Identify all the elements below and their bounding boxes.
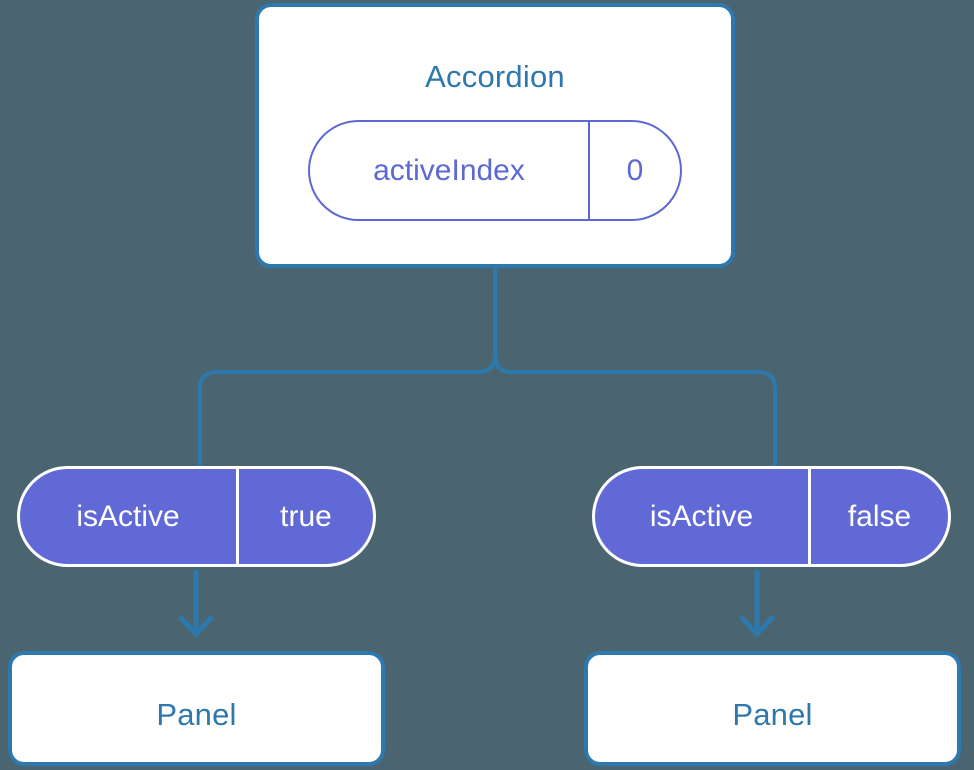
panel-component-card-right[interactable]: Panel: [584, 651, 961, 766]
prop-chip-right[interactable]: isActive false: [592, 466, 951, 567]
panel-component-card-left[interactable]: Panel: [8, 651, 385, 766]
accordion-title: Accordion: [425, 59, 565, 94]
panel-left-title: Panel: [156, 697, 237, 732]
connector-branch-left: [198, 353, 497, 470]
accordion-state-value: 0: [588, 122, 680, 219]
prop-chip-left-key: isActive: [76, 499, 180, 533]
accordion-state-key: activeIndex: [373, 153, 525, 187]
prop-chip-right-key: isActive: [649, 499, 754, 533]
panel-right-title: Panel: [732, 697, 813, 732]
prop-chip-left[interactable]: isActive true: [17, 466, 376, 567]
arrow-right-head: [739, 615, 775, 637]
connector-branch-right: [493, 353, 777, 470]
prop-chip-right-value: false: [808, 469, 948, 564]
prop-chip-left-value: true: [236, 469, 373, 564]
arrow-left-head: [178, 615, 214, 637]
accordion-state-pill[interactable]: activeIndex 0: [308, 120, 682, 221]
